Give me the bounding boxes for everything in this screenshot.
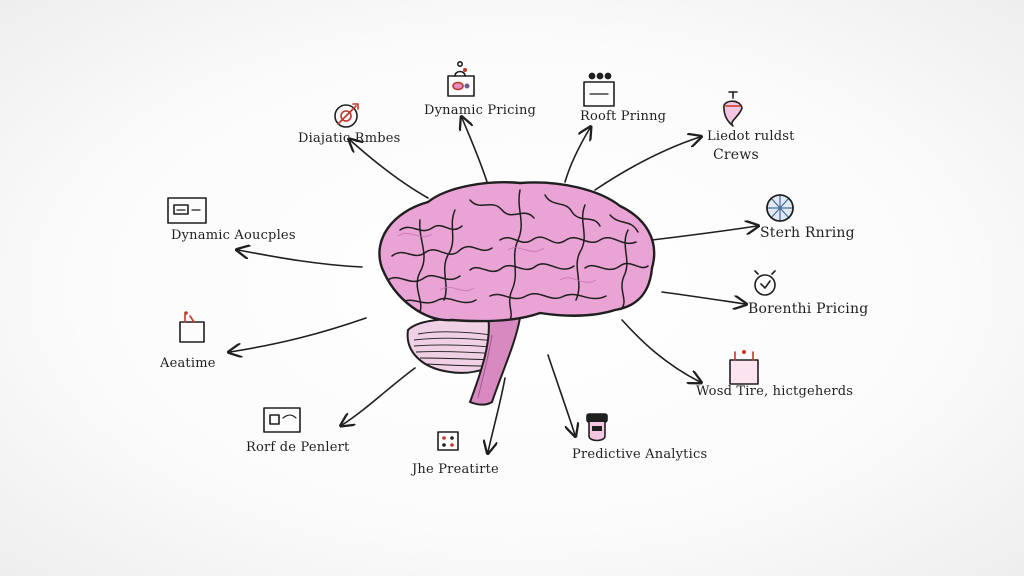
cerebrum [378,181,656,323]
node-label-n3: Rooft Prinng [580,109,667,124]
clock-icon [754,270,776,296]
node-label-n12: Predictive Analytics [572,447,708,462]
node-label-n4: Liedot ruldst [707,129,795,144]
monitor-icon [167,197,207,224]
arrow-n12 [547,354,575,435]
arrows [230,118,757,452]
arrow-n3 [564,128,590,183]
arrow-n8 [230,317,367,352]
arrow-n11 [488,377,506,452]
node-label-n8: Aeatime [160,356,216,371]
node-label-n10: Rorf de Penlert [246,440,350,455]
register-icon [583,72,615,107]
node-label-n7: Borenthi Pricing [748,301,869,317]
brain-icon [378,181,656,406]
node-label-n5: Dynamic Aoucples [171,228,296,243]
grid-icon [437,431,459,451]
arrow-n4 [594,137,700,191]
node-label-n9: Wosd Tire, hictgeherds [696,384,854,399]
node-label-n6: Sterh Rnring [760,225,855,241]
target-icon [334,103,359,128]
arrow-n9 [621,319,700,382]
brain-stem [468,313,522,406]
arrow-n2 [462,118,488,183]
arrow-n1 [350,140,429,199]
node-label-n2: Dynamic Pricing [424,103,537,118]
node-label-n11: Jhe Preatirte [412,462,499,477]
screen-icon [263,407,301,433]
node-label-n4-line2: Crews [713,147,759,163]
arrow-n6 [651,226,757,241]
pricing-machine-icon [447,60,475,97]
node-label-n1: Diajatic Rmbes [298,131,401,146]
spinning-top-icon [723,91,743,127]
robot-icon [586,413,608,442]
arrow-n5 [238,250,363,268]
bag-icon [179,311,205,343]
globe-icon [766,194,794,222]
arrow-n7 [661,291,745,304]
arrow-n10 [342,367,416,425]
box-icon [729,350,759,385]
